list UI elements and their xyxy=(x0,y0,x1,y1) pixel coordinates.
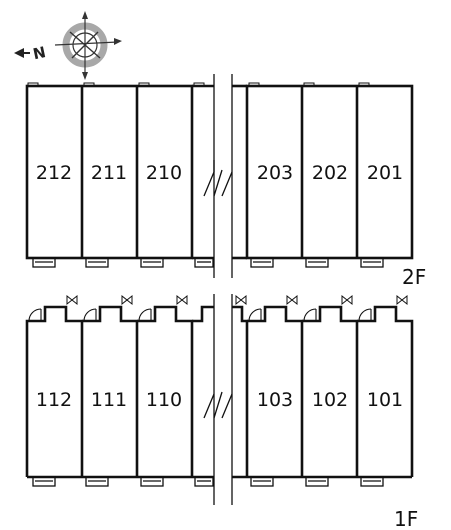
floor-1f-break-lines xyxy=(203,294,233,505)
unit-label-210: 210 xyxy=(146,162,182,184)
floor-1f-right-block xyxy=(232,305,414,479)
floor-1f-meter-boxes xyxy=(66,294,408,306)
unit-label-212: 212 xyxy=(36,162,72,184)
compass-north-letter: N xyxy=(31,43,47,63)
unit-label-203: 203 xyxy=(257,162,293,184)
floor-1f-left-block xyxy=(25,305,214,479)
unit-label-111: 111 xyxy=(91,389,127,411)
floor-2f-balconies xyxy=(32,257,384,268)
floor-2f-left-block xyxy=(25,84,214,260)
unit-label-101: 101 xyxy=(367,389,403,411)
unit-label-211: 211 xyxy=(91,162,127,184)
unit-label-102: 102 xyxy=(312,389,348,411)
floor-label-1f: 1F xyxy=(394,507,418,530)
floor-2f xyxy=(25,74,414,278)
unit-label-202: 202 xyxy=(312,162,348,184)
floor-2f-break-lines xyxy=(203,74,233,278)
floor-1f-door-swings xyxy=(28,308,372,322)
unit-label-110: 110 xyxy=(146,389,182,411)
unit-label-103: 103 xyxy=(257,389,293,411)
compass-rose-icon xyxy=(14,11,122,80)
floor-1f-balconies xyxy=(32,476,384,487)
floor-label-2f: 2F xyxy=(402,265,426,289)
floor-1f xyxy=(25,294,414,505)
floor-2f-right-block xyxy=(232,84,414,260)
unit-label-201: 201 xyxy=(367,162,403,184)
floor-2f-top-marks xyxy=(27,82,370,87)
unit-label-112: 112 xyxy=(36,389,72,411)
